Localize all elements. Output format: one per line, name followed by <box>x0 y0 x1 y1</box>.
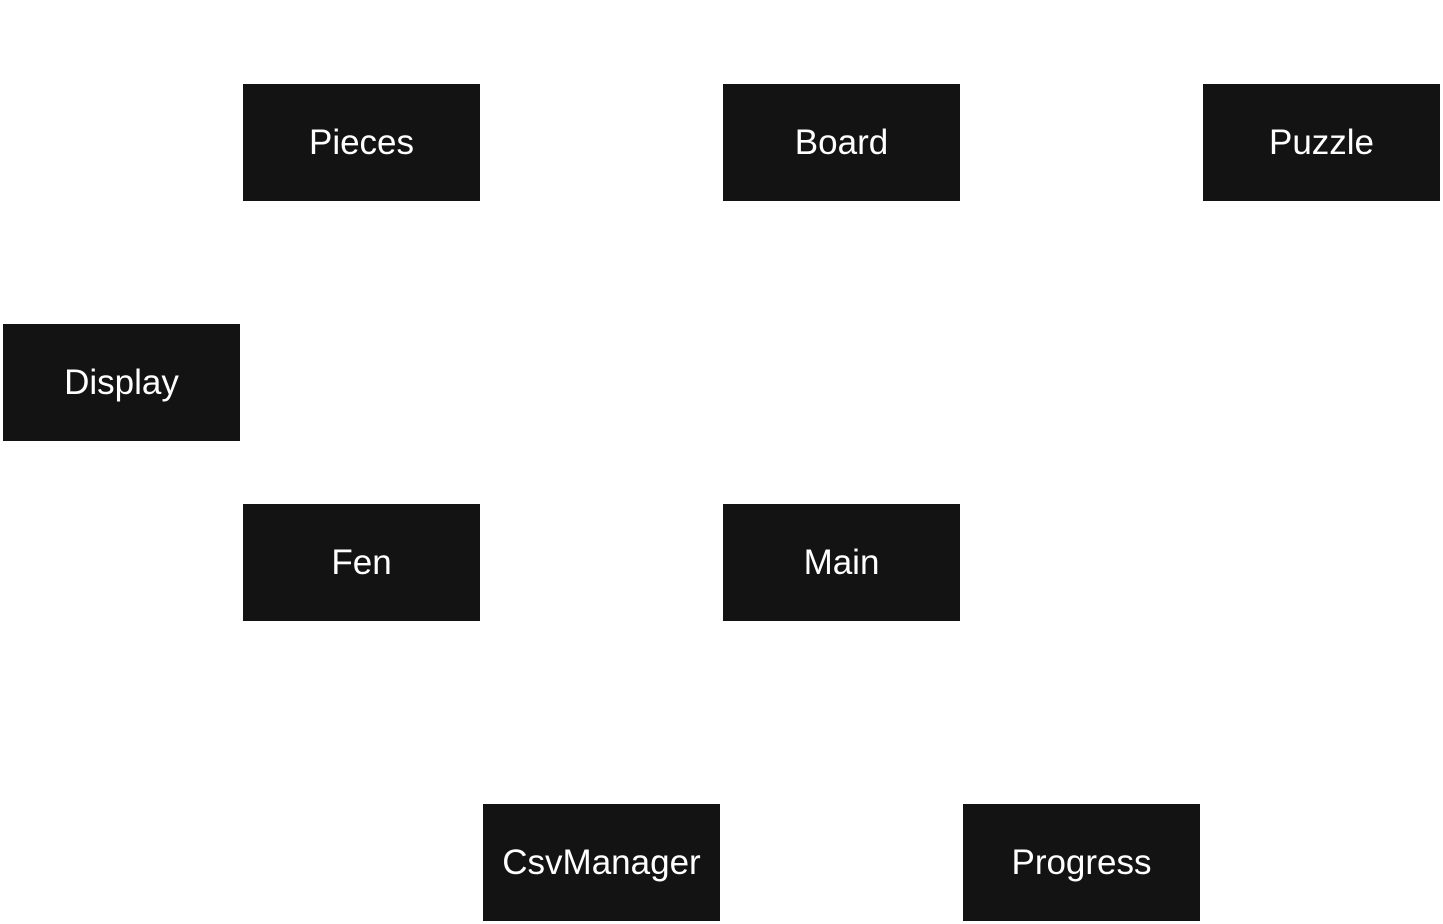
node-label: Main <box>803 543 880 582</box>
node-board[interactable]: Board <box>723 84 960 201</box>
node-label: Display <box>64 363 179 402</box>
node-puzzle[interactable]: Puzzle <box>1203 84 1440 201</box>
node-csvmanager[interactable]: CsvManager <box>483 804 720 921</box>
node-label: Board <box>794 123 889 162</box>
node-label: Fen <box>331 543 392 582</box>
node-pieces[interactable]: Pieces <box>243 84 480 201</box>
node-display[interactable]: Display <box>3 324 240 441</box>
node-label: CsvManager <box>502 843 701 882</box>
node-label: Puzzle <box>1268 123 1375 162</box>
node-main[interactable]: Main <box>723 504 960 621</box>
node-progress[interactable]: Progress <box>963 804 1200 921</box>
node-fen[interactable]: Fen <box>243 504 480 621</box>
node-label: Progress <box>1011 843 1152 882</box>
node-label: Pieces <box>308 123 415 162</box>
